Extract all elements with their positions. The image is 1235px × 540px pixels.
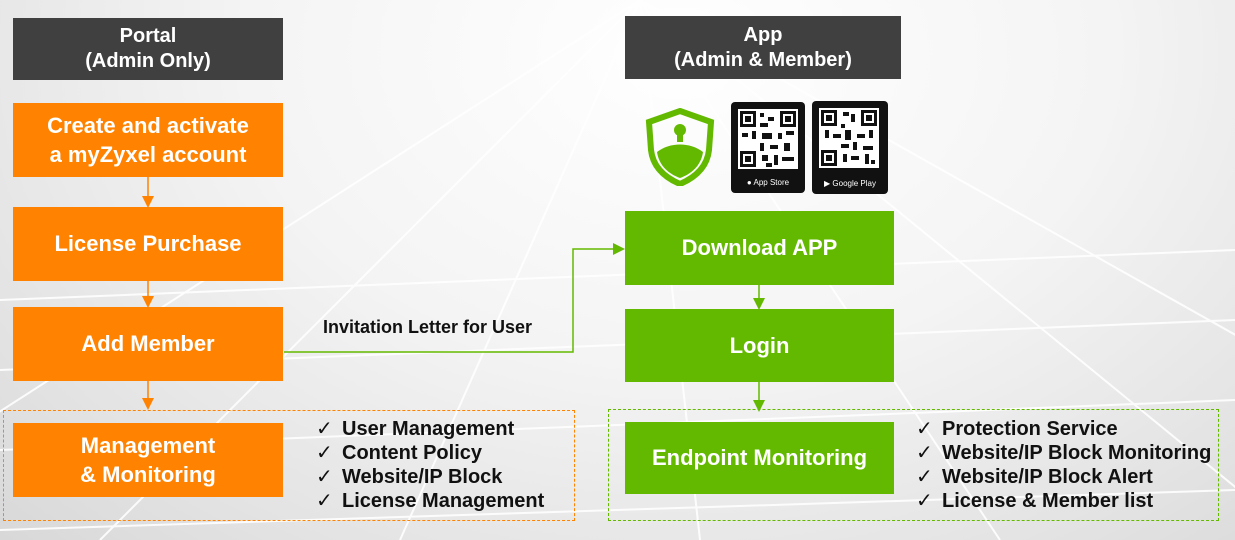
app-feature-item: ✓ Protection Service [916,417,1211,441]
qr-code-icon [819,108,879,168]
portal-feature-list: ✓ User Management ✓ Content Policy ✓ Websit… [316,417,544,513]
google-play-qr[interactable]: ▶ Google Play [812,101,888,194]
app-header: App (Admin & Member) [625,16,901,79]
portal-header-title: Portal [119,25,177,47]
portal-feature-item: ✓ User Management [316,417,544,441]
app-feature-list: ✓ Protection Service ✓ Website/IP Block Mo… [916,417,1211,513]
app-feature-item: ✓ Website/IP Block Monitoring [916,441,1211,465]
step-create-account-line1: Create and activate [47,113,249,138]
portal-feature-item: ✓ Content Policy [316,441,544,465]
portal-feature-item: ✓ Website/IP Block [316,465,544,489]
app-store-qr[interactable]: ● App Store [731,102,805,193]
app-store-label: App Store [753,178,790,187]
step-create-account: Create and activate a myZyxel account [13,103,283,177]
step-license-purchase-label: License Purchase [54,231,242,256]
step-download-app-label: Download APP [681,235,838,260]
invitation-connector-label: Invitation Letter for User [323,317,533,337]
google-play-badge: ▶ Google Play [812,179,888,188]
shield-keyhole-icon [645,108,715,186]
app-monitoring-group [608,409,1219,521]
step-management-line1: Management [80,433,216,458]
portal-feature-label: User Management [342,418,515,440]
step-download-app: Download APP [625,211,894,285]
step-management-line2: & Monitoring [80,462,216,487]
check-icon: ✓ [916,418,933,440]
check-icon: ✓ [916,466,933,488]
apple-icon: ● [746,178,752,187]
check-icon: ✓ [316,490,333,512]
portal-header-subtitle: (Admin Only) [85,50,211,72]
app-feature-label: Website/IP Block Alert [942,466,1153,488]
step-login-label: Login [729,332,790,358]
app-feature-label: Website/IP Block Monitoring [942,442,1212,464]
app-header-title: App [743,23,783,46]
check-icon: ✓ [916,442,933,464]
google-play-icon: ▶ [824,179,831,188]
portal-feature-label: License Management [342,490,545,512]
check-icon: ✓ [316,418,333,440]
step-add-member-label: Add Member [81,331,215,356]
app-feature-item: ✓ Website/IP Block Alert [916,465,1211,489]
arrow-invitation [284,243,625,353]
portal-feature-label: Content Policy [342,442,483,464]
app-store-badge: ● App Store [731,178,805,187]
portal-header: Portal (Admin Only) [13,18,283,80]
step-license-purchase: License Purchase [13,207,283,281]
step-add-member: Add Member [13,307,283,381]
qr-code-icon [738,109,798,169]
app-feature-label: Protection Service [942,418,1118,440]
app-feature-item: ✓ License & Member list [916,489,1211,513]
app-feature-label: License & Member list [942,490,1154,512]
check-icon: ✓ [316,466,333,488]
step-endpoint-monitoring-label: Endpoint Monitoring [651,445,868,470]
check-icon: ✓ [916,490,933,512]
step-endpoint-monitoring: Endpoint Monitoring [625,422,894,494]
step-management-monitoring: Management & Monitoring [13,423,283,497]
step-create-account-line2: a myZyxel account [49,142,247,167]
step-login: Login [625,309,894,382]
check-icon: ✓ [316,442,333,464]
app-header-subtitle: (Admin & Member) [674,48,852,71]
portal-management-group [3,410,575,521]
portal-feature-label: Website/IP Block [342,466,503,488]
google-play-label: Google Play [832,179,876,188]
portal-feature-item: ✓ License Management [316,489,544,513]
